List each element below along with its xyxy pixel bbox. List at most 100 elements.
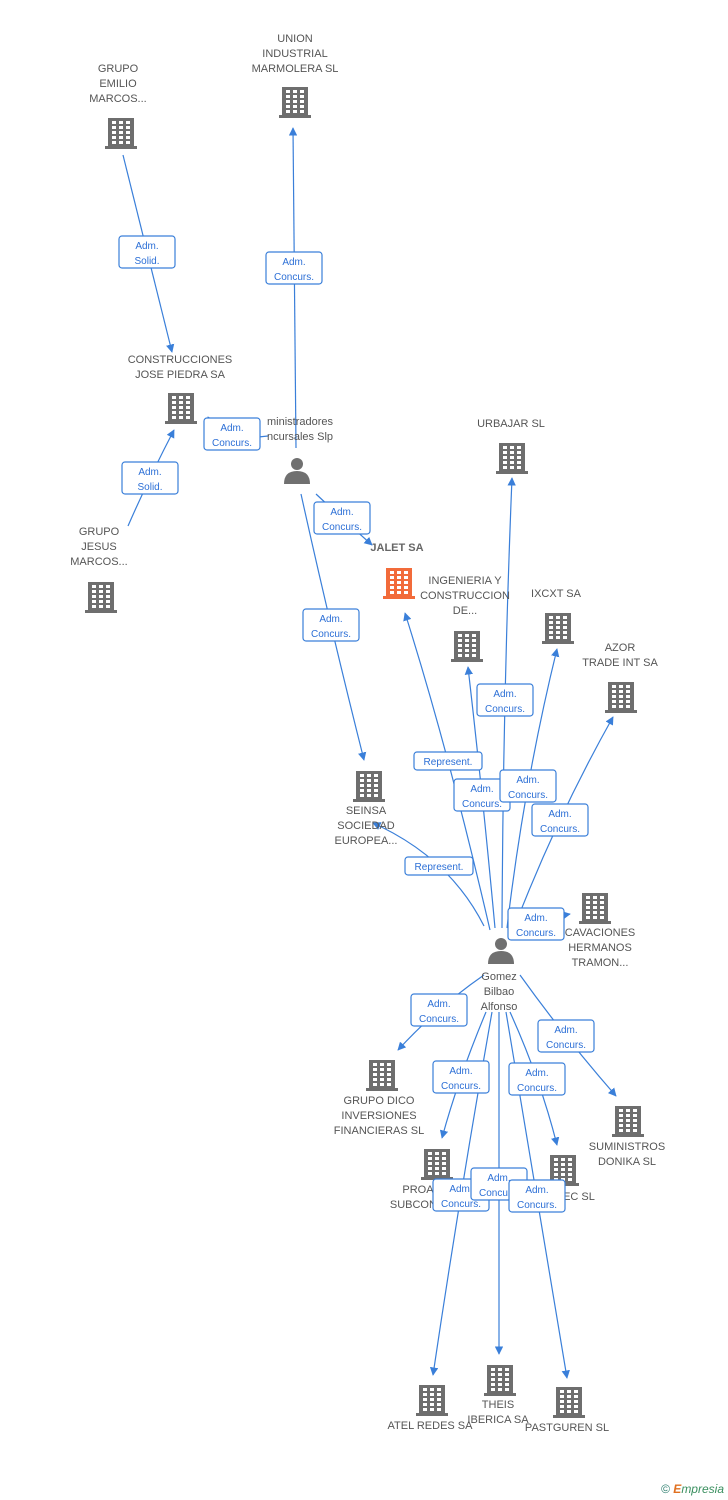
- edge-label-box: [476, 683, 534, 717]
- node-label-line: HERMANOS: [568, 942, 632, 954]
- edge-label[interactable]: Represent.: [413, 751, 483, 771]
- edge-label-box: [499, 769, 557, 803]
- node-label-line: EUROPEA...: [335, 835, 398, 847]
- edge-label[interactable]: Adm.Concurs.: [508, 1179, 566, 1213]
- edge-label-text: Adm.: [282, 257, 305, 268]
- edge-label[interactable]: Adm.Concurs.: [313, 501, 371, 535]
- edge-label-text: Adm.: [138, 467, 161, 478]
- node-label-line: ATEL REDES SA: [388, 1420, 474, 1432]
- edge-label-text: Concurs.: [508, 790, 548, 801]
- building-icon: [612, 1106, 644, 1137]
- node-label-line: INDUSTRIAL: [262, 48, 327, 60]
- node-label-line: UNION: [277, 33, 313, 45]
- edge-label-text: Adm.: [554, 1025, 577, 1036]
- edge-label-text: Adm.: [525, 1185, 548, 1196]
- node-label-line: CAVACIONES: [565, 927, 636, 939]
- edge-label[interactable]: Adm.Concurs.: [507, 907, 565, 941]
- edge-label[interactable]: Adm.Concurs.: [302, 608, 360, 642]
- node-label-line: Bilbao: [484, 986, 515, 998]
- node-label-line: URBAJAR SL: [477, 418, 545, 430]
- edge-label[interactable]: Represent.: [404, 856, 474, 876]
- node-grupo-jesus[interactable]: GRUPOJESUSMARCOS...: [70, 526, 128, 613]
- node-label-line: JALET SA: [370, 542, 423, 554]
- edge-label[interactable]: Adm.Concurs.: [531, 803, 589, 837]
- building-icon: [579, 893, 611, 924]
- edge-label[interactable]: Adm.Concurs.: [410, 993, 468, 1027]
- building-icon: [451, 631, 483, 662]
- building-icon: [165, 393, 197, 424]
- node-grupo-emilio[interactable]: GRUPOEMILIOMARCOS...: [89, 63, 147, 149]
- edge-label[interactable]: Adm.Concurs.: [508, 1062, 566, 1096]
- edge-label-box: [507, 907, 565, 941]
- node-label-line: GRUPO: [98, 63, 139, 75]
- node-label-line: PROA: [402, 1184, 434, 1196]
- node-label-line: INGENIERIA Y: [428, 575, 502, 587]
- edge-label[interactable]: Adm.Concurs.: [476, 683, 534, 717]
- person-icon: [284, 458, 310, 484]
- edge-label-box: [413, 751, 483, 771]
- edge-label-text: Concurs.: [485, 704, 525, 715]
- edge-label[interactable]: Adm.Solid.: [121, 461, 179, 495]
- node-atel[interactable]: ATEL REDES SA: [388, 1385, 474, 1432]
- node-label-line: FINANCIERAS SL: [334, 1125, 424, 1137]
- edge-label[interactable]: Adm. Concurs.: [537, 1019, 595, 1053]
- node-seinsa[interactable]: SEINSA SOCIEDAD EUROPEA...: [335, 771, 398, 847]
- node-label-line: MARCOS...: [89, 93, 146, 105]
- edge-label-text: Concurs.: [546, 1040, 586, 1051]
- edge-label[interactable]: Adm.Concurs.: [203, 417, 261, 451]
- edge-label-box: [118, 235, 176, 269]
- edge-label-text: Concurs.: [311, 629, 351, 640]
- copyright-symbol: ©: [661, 1482, 670, 1496]
- building-icon: [605, 682, 637, 713]
- node-pastguren[interactable]: PASTGUREN SL: [525, 1387, 609, 1434]
- edge-label[interactable]: Adm.Solid.: [118, 235, 176, 269]
- node-label-line: THEIS: [482, 1399, 514, 1411]
- node-label-line: CONSTRUCCION: [420, 590, 510, 602]
- node-label-line: ncursales Slp: [267, 431, 333, 443]
- edge-label-text: Concurs.: [274, 272, 314, 283]
- building-icon: [85, 582, 117, 613]
- node-excavaciones[interactable]: CAVACIONESHERMANOSTRAMON...: [565, 893, 636, 969]
- brand-logo[interactable]: Empresia: [673, 1482, 724, 1496]
- node-label-line: Alfonso: [481, 1001, 518, 1013]
- node-label-line: SEINSA: [346, 805, 387, 817]
- edge-label[interactable]: Adm. Concurs.: [265, 251, 323, 285]
- node-label-line: SUMINISTROS: [589, 1141, 665, 1153]
- building-icon: [383, 568, 415, 599]
- node-administradores[interactable]: ministradores ncursales Slp: [267, 416, 334, 484]
- edge-label-text: Adm.: [524, 913, 547, 924]
- edge-label-box: [404, 856, 474, 876]
- edge-label-box: [410, 993, 468, 1027]
- node-urbajar[interactable]: URBAJAR SL: [477, 418, 545, 474]
- node-label-line: INVERSIONES: [341, 1110, 416, 1122]
- node-label-line: IXCXT SA: [531, 588, 582, 600]
- building-icon: [366, 1060, 398, 1091]
- node-ingenieria[interactable]: INGENIERIA YCONSTRUCCIONDE...: [420, 575, 510, 662]
- edge-label-text: Concurs.: [322, 522, 362, 533]
- node-label-line: SOCIEDAD: [337, 820, 395, 832]
- edge-label-text: Adm.: [487, 1173, 510, 1184]
- edge-label[interactable]: Adm.Concurs.: [499, 769, 557, 803]
- node-ixcxt[interactable]: IXCXT SA: [531, 588, 582, 644]
- edge-label-text: Adm.: [470, 784, 493, 795]
- edge-administradores-to-union[interactable]: [288, 127, 298, 449]
- node-proa[interactable]: PROA SUBCON...: [390, 1149, 453, 1211]
- edge-label-text: Concurs.: [441, 1081, 481, 1092]
- edge-label[interactable]: Adm.Concurs.: [432, 1060, 490, 1094]
- node-jalet[interactable]: JALET SA: [370, 542, 424, 599]
- node-label-line: ministradores: [267, 416, 334, 428]
- node-label-line: SUBCON...: [390, 1199, 446, 1211]
- node-label-line: GRUPO: [79, 526, 120, 538]
- node-label-line: MARCOS...: [70, 556, 127, 568]
- edge-label-box: [432, 1060, 490, 1094]
- edge-label-box: [531, 803, 589, 837]
